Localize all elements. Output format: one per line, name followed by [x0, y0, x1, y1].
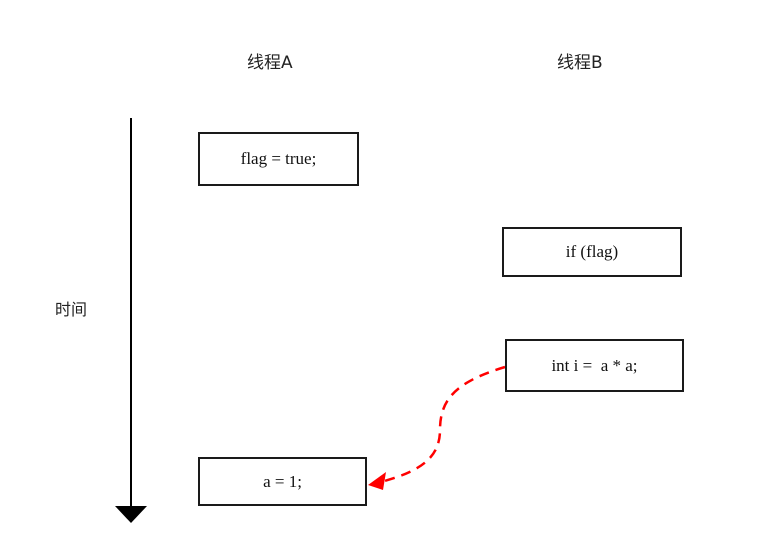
- thread-a-assign-statement: a = 1;: [198, 457, 367, 506]
- thread-a-flag-statement: flag = true;: [198, 132, 359, 186]
- thread-b-if-text: if (flag): [565, 242, 619, 261]
- thread-a-flag-text: flag = true;: [240, 149, 317, 168]
- thread-a-header: 线程A: [247, 53, 293, 73]
- dependency-arrowhead: [368, 472, 386, 490]
- thread-b-header: 线程B: [557, 53, 603, 73]
- thread-b-int-text: int i = a * a;: [551, 355, 638, 375]
- time-axis-label: 时间: [55, 300, 88, 319]
- time-axis-arrowhead: [115, 506, 147, 523]
- dependency-arrow: [376, 365, 506, 485]
- thread-b-if-statement: if (flag): [502, 227, 682, 277]
- thread-b-int-statement: int i = a * a;: [505, 339, 684, 392]
- thread-a-assign-text: a = 1;: [263, 471, 302, 491]
